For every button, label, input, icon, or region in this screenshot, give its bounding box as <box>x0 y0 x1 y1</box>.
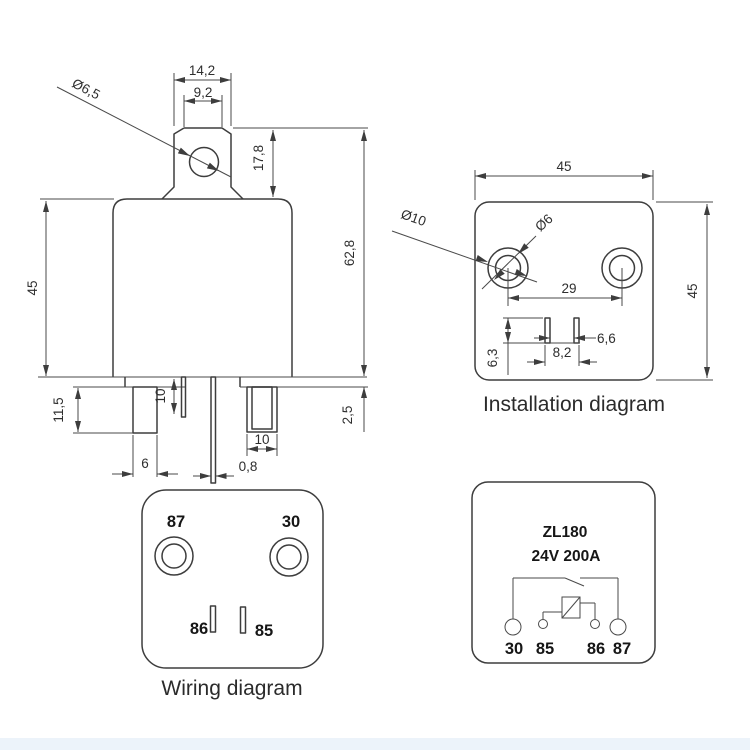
dim-hole-dia: Ø6,5 <box>56 76 232 178</box>
dim-tab-flat: 9,2 <box>183 85 223 127</box>
dim-pin-left-length: 10 <box>153 379 177 414</box>
dim-stud-right-width: 10 <box>246 432 278 456</box>
mounting-tab <box>161 127 244 200</box>
dim-label-pin-center-width: 0,8 <box>239 459 258 474</box>
dim-stud-left-height: 11,5 <box>51 388 133 434</box>
main-view: 14,2 9,2 Ø6,5 17,8 62,8 <box>25 63 368 484</box>
coil <box>561 596 581 619</box>
terminal-30-outer <box>269 537 309 577</box>
wiring-label-87: 87 <box>167 513 185 531</box>
dim-label-slot-span: 8,2 <box>553 345 572 360</box>
switch-blade <box>564 577 585 587</box>
installation-diagram: 45 45 Ø10 Ø6 29 <box>391 159 713 416</box>
dim-slot-gap: 6,6 <box>534 331 616 346</box>
stud-terminal-right-inner <box>251 386 273 430</box>
circuit <box>504 577 627 636</box>
installation-caption: Installation diagram <box>483 393 665 416</box>
dim-label-plate-width: 45 <box>556 159 571 174</box>
footer-band <box>0 738 750 750</box>
dim-hole-spacing: 29 <box>508 281 622 301</box>
schematic-box <box>471 481 656 664</box>
center-pin <box>210 376 217 484</box>
schematic-model: ZL180 <box>543 524 588 541</box>
schematic-terminal-87 <box>609 618 627 636</box>
dim-label-tab-width: 14,2 <box>189 63 215 78</box>
schematic-label-87: 87 <box>613 640 631 658</box>
relay-outline <box>38 127 368 484</box>
dim-tab-width: 14,2 <box>173 63 232 126</box>
dim-slot-span: 8,2 <box>527 345 597 366</box>
dim-hole-inner: Ø6 <box>481 211 556 290</box>
dim-label-pin-left-length: 10 <box>153 388 168 403</box>
schematic-diagram: ZL180 24V 200A 30 85 86 87 <box>471 481 656 664</box>
relay-body <box>112 198 293 377</box>
schematic-terminal-30 <box>504 618 522 636</box>
dim-label-stud-left-height: 11,5 <box>51 397 66 422</box>
terminal-30-inner <box>276 544 302 570</box>
wiring-diagram: 87 30 86 85 Wiring diagram <box>141 489 324 700</box>
stud-terminal-left <box>132 386 158 434</box>
dim-label-slot-gap: 6,6 <box>597 331 616 346</box>
dim-label-stud-right-width: 10 <box>254 432 269 447</box>
dim-label-hole-spacing: 29 <box>561 281 576 296</box>
mounting-plate <box>474 201 654 381</box>
dim-flange-thickness: 2,5 <box>340 387 367 432</box>
wiring-caption: Wiring diagram <box>161 677 302 700</box>
dim-tab-height: 17,8 <box>251 130 276 197</box>
dim-stud-left-width: 6 <box>112 435 178 477</box>
wiring-base <box>141 489 324 669</box>
dim-label-body-height: 45 <box>25 280 40 295</box>
dim-label-tab-height: 17,8 <box>251 145 266 171</box>
schematic-label-85: 85 <box>536 640 554 658</box>
dim-body-height: 45 <box>25 198 114 376</box>
dim-plate-height: 45 <box>656 201 713 381</box>
blade-pin-left <box>180 376 187 418</box>
dim-label-flange-thickness: 2,5 <box>340 406 355 425</box>
dim-plate-width: 45 <box>474 159 654 200</box>
dim-pin-center-width: 0,8 <box>193 459 258 479</box>
schematic-rating: 24V 200A <box>532 548 601 565</box>
dim-label-stud-left-width: 6 <box>141 456 149 471</box>
dim-label-slot-height: 6,3 <box>485 349 500 368</box>
wiring-label-85: 85 <box>255 622 273 640</box>
schematic-label-30: 30 <box>505 640 523 658</box>
schematic-label-86: 86 <box>587 640 605 658</box>
dim-label-plate-height: 45 <box>685 283 700 298</box>
terminal-87-outer <box>154 536 194 576</box>
dim-label-tab-flat: 9,2 <box>194 85 213 100</box>
schematic-terminal-86 <box>590 619 600 629</box>
terminal-87-inner <box>161 543 187 569</box>
terminal-86-slot <box>209 605 217 633</box>
wiring-label-30: 30 <box>282 513 300 531</box>
schematic-terminal-85 <box>538 619 548 629</box>
terminal-85-slot <box>239 606 247 634</box>
dim-total-height: 62,8 <box>233 127 368 376</box>
tab-hole <box>188 146 220 178</box>
wiring-label-86: 86 <box>190 620 208 638</box>
dim-label-total-height: 62,8 <box>342 240 357 266</box>
dim-slot-height: 6,3 <box>485 317 580 375</box>
